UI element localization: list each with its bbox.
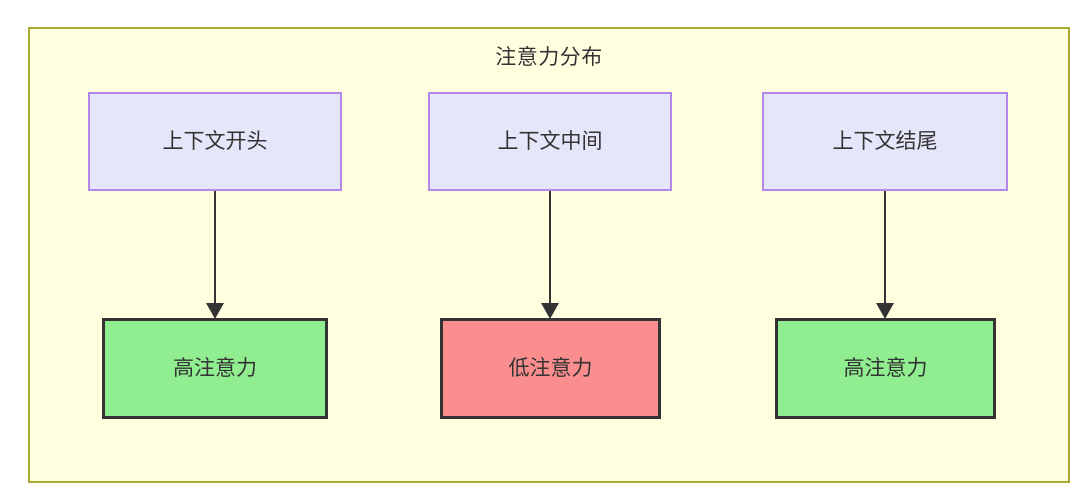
node-label: 高注意力 <box>843 356 928 380</box>
subgraph-title: 注意力分布 <box>495 46 603 69</box>
node-attention-end[interactable]: 高注意力 <box>775 318 996 419</box>
node-label: 上下文开头 <box>162 129 268 153</box>
node-label: 高注意力 <box>173 356 257 380</box>
node-label: 上下文中间 <box>497 129 603 153</box>
node-label: 上下文结尾 <box>832 129 938 153</box>
node-label: 低注意力 <box>508 356 593 380</box>
node-context-middle[interactable]: 上下文中间 <box>428 92 672 191</box>
node-attention-start[interactable]: 高注意力 <box>102 318 328 419</box>
node-context-end[interactable]: 上下文结尾 <box>762 92 1008 191</box>
node-attention-middle[interactable]: 低注意力 <box>440 318 661 419</box>
node-context-start[interactable]: 上下文开头 <box>88 92 342 191</box>
